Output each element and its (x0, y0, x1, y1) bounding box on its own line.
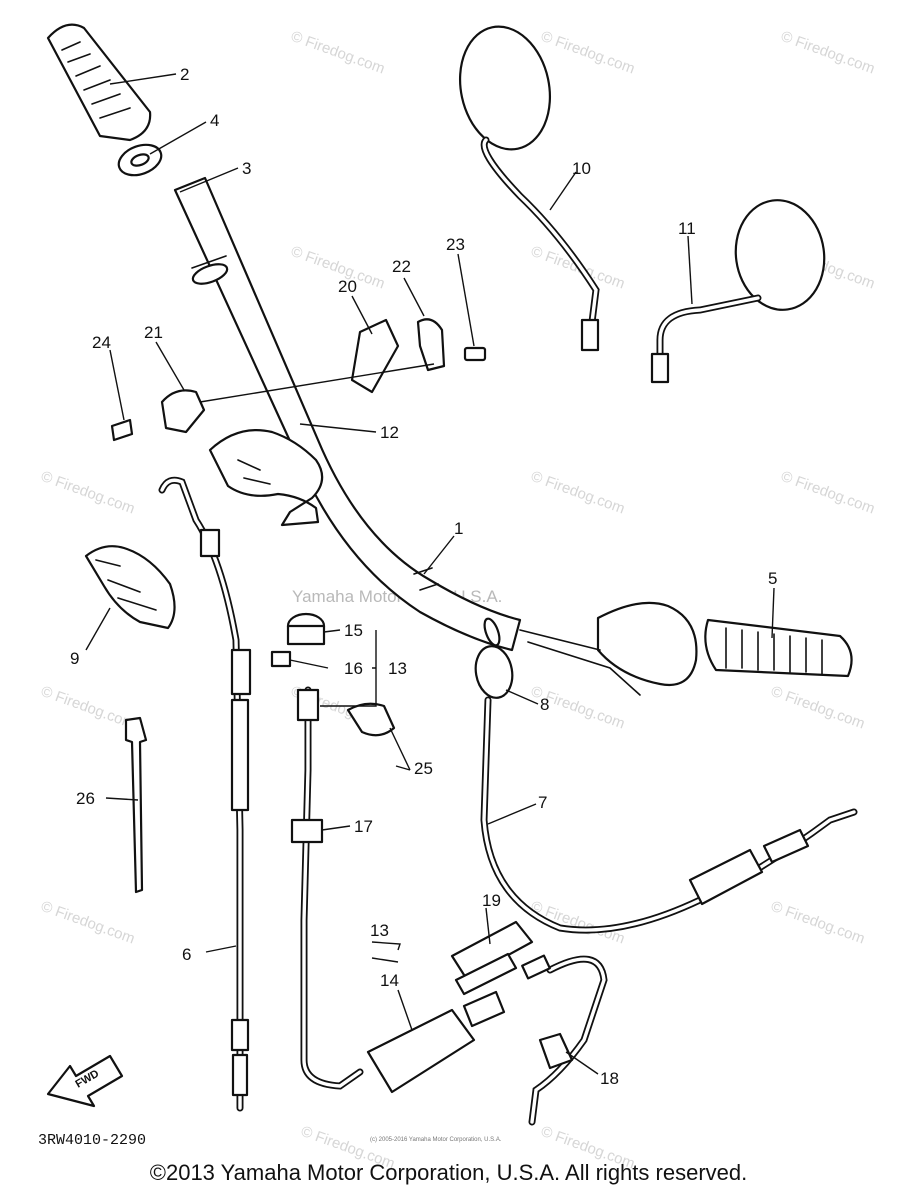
watermark: © Firedog.com (39, 683, 137, 733)
watermark: © Firedog.com (779, 468, 877, 518)
callout-3: 3 (242, 159, 251, 178)
left-switch-housing-part (208, 429, 324, 527)
watermark: © Firedog.com (529, 468, 627, 518)
watermark: © Firedog.com (289, 28, 387, 78)
callout-23: 23 (446, 235, 465, 254)
cable-tie-part (124, 716, 148, 894)
callout-8: 8 (540, 695, 549, 714)
watermark: © Firedog.com (769, 683, 867, 733)
callout-14: 14 (380, 971, 399, 990)
right-grip-part (519, 601, 853, 696)
callout-9: 9 (70, 649, 79, 668)
brake-cable-part (474, 645, 858, 934)
callout-21: 21 (144, 323, 163, 342)
callout-17: 17 (354, 817, 373, 836)
watermark: © Firedog.com (39, 898, 137, 948)
callout-10: 10 (572, 159, 591, 178)
watermark: © Firedog.com (539, 28, 637, 78)
callout-22: 22 (392, 257, 411, 276)
starter-cable-part (270, 612, 506, 1094)
callout-6: 6 (182, 945, 191, 964)
handlebar-part (173, 176, 522, 652)
callout-26: 26 (76, 789, 95, 808)
watermark: © Firedog.com (39, 468, 137, 518)
clamp-parts (110, 318, 487, 442)
callout-13: 13 (388, 659, 407, 678)
watermark: © Firedog.com (779, 28, 877, 78)
callout-24: 24 (92, 333, 111, 352)
callout-7: 7 (538, 793, 547, 812)
left-grip-part (46, 23, 152, 142)
callout-20: 20 (338, 277, 357, 296)
clutch-cable-part (158, 476, 252, 1112)
callout-18: 18 (600, 1069, 619, 1088)
callout-13: 13 (370, 921, 389, 940)
callout-4: 4 (210, 111, 219, 130)
callout-1: 1 (454, 519, 463, 538)
copyright-notice: ©2013 Yamaha Motor Corporation, U.S.A. A… (149, 1160, 748, 1185)
callout-12: 12 (380, 423, 399, 442)
watermark: © Firedog.com (769, 898, 867, 948)
callout-13-bracket (371, 941, 401, 951)
callout-2: 2 (180, 65, 189, 84)
callout-19: 19 (482, 891, 501, 910)
callout-5: 5 (768, 569, 777, 588)
callout-11: 11 (678, 219, 696, 238)
leader-lines (85, 73, 775, 1075)
switch-lead-part (450, 920, 608, 1126)
callout-15: 15 (344, 621, 363, 640)
left-collar-part (117, 143, 163, 177)
callout-25: 25 (414, 759, 433, 778)
fine-print: (c) 2005-2016 Yamaha Motor Corporation, … (370, 1137, 502, 1143)
mirror-parts (458, 25, 826, 384)
callout-16: 16 (344, 659, 363, 678)
forward-arrow: FWD (46, 1054, 124, 1108)
clutch-lever-part (84, 545, 176, 630)
callout-labels: 2 4 3 1 5 6 7 8 9 10 11 12 13 13 14 15 1… (70, 65, 777, 1088)
diagram-code: 3RW4010-2290 (38, 1132, 146, 1149)
